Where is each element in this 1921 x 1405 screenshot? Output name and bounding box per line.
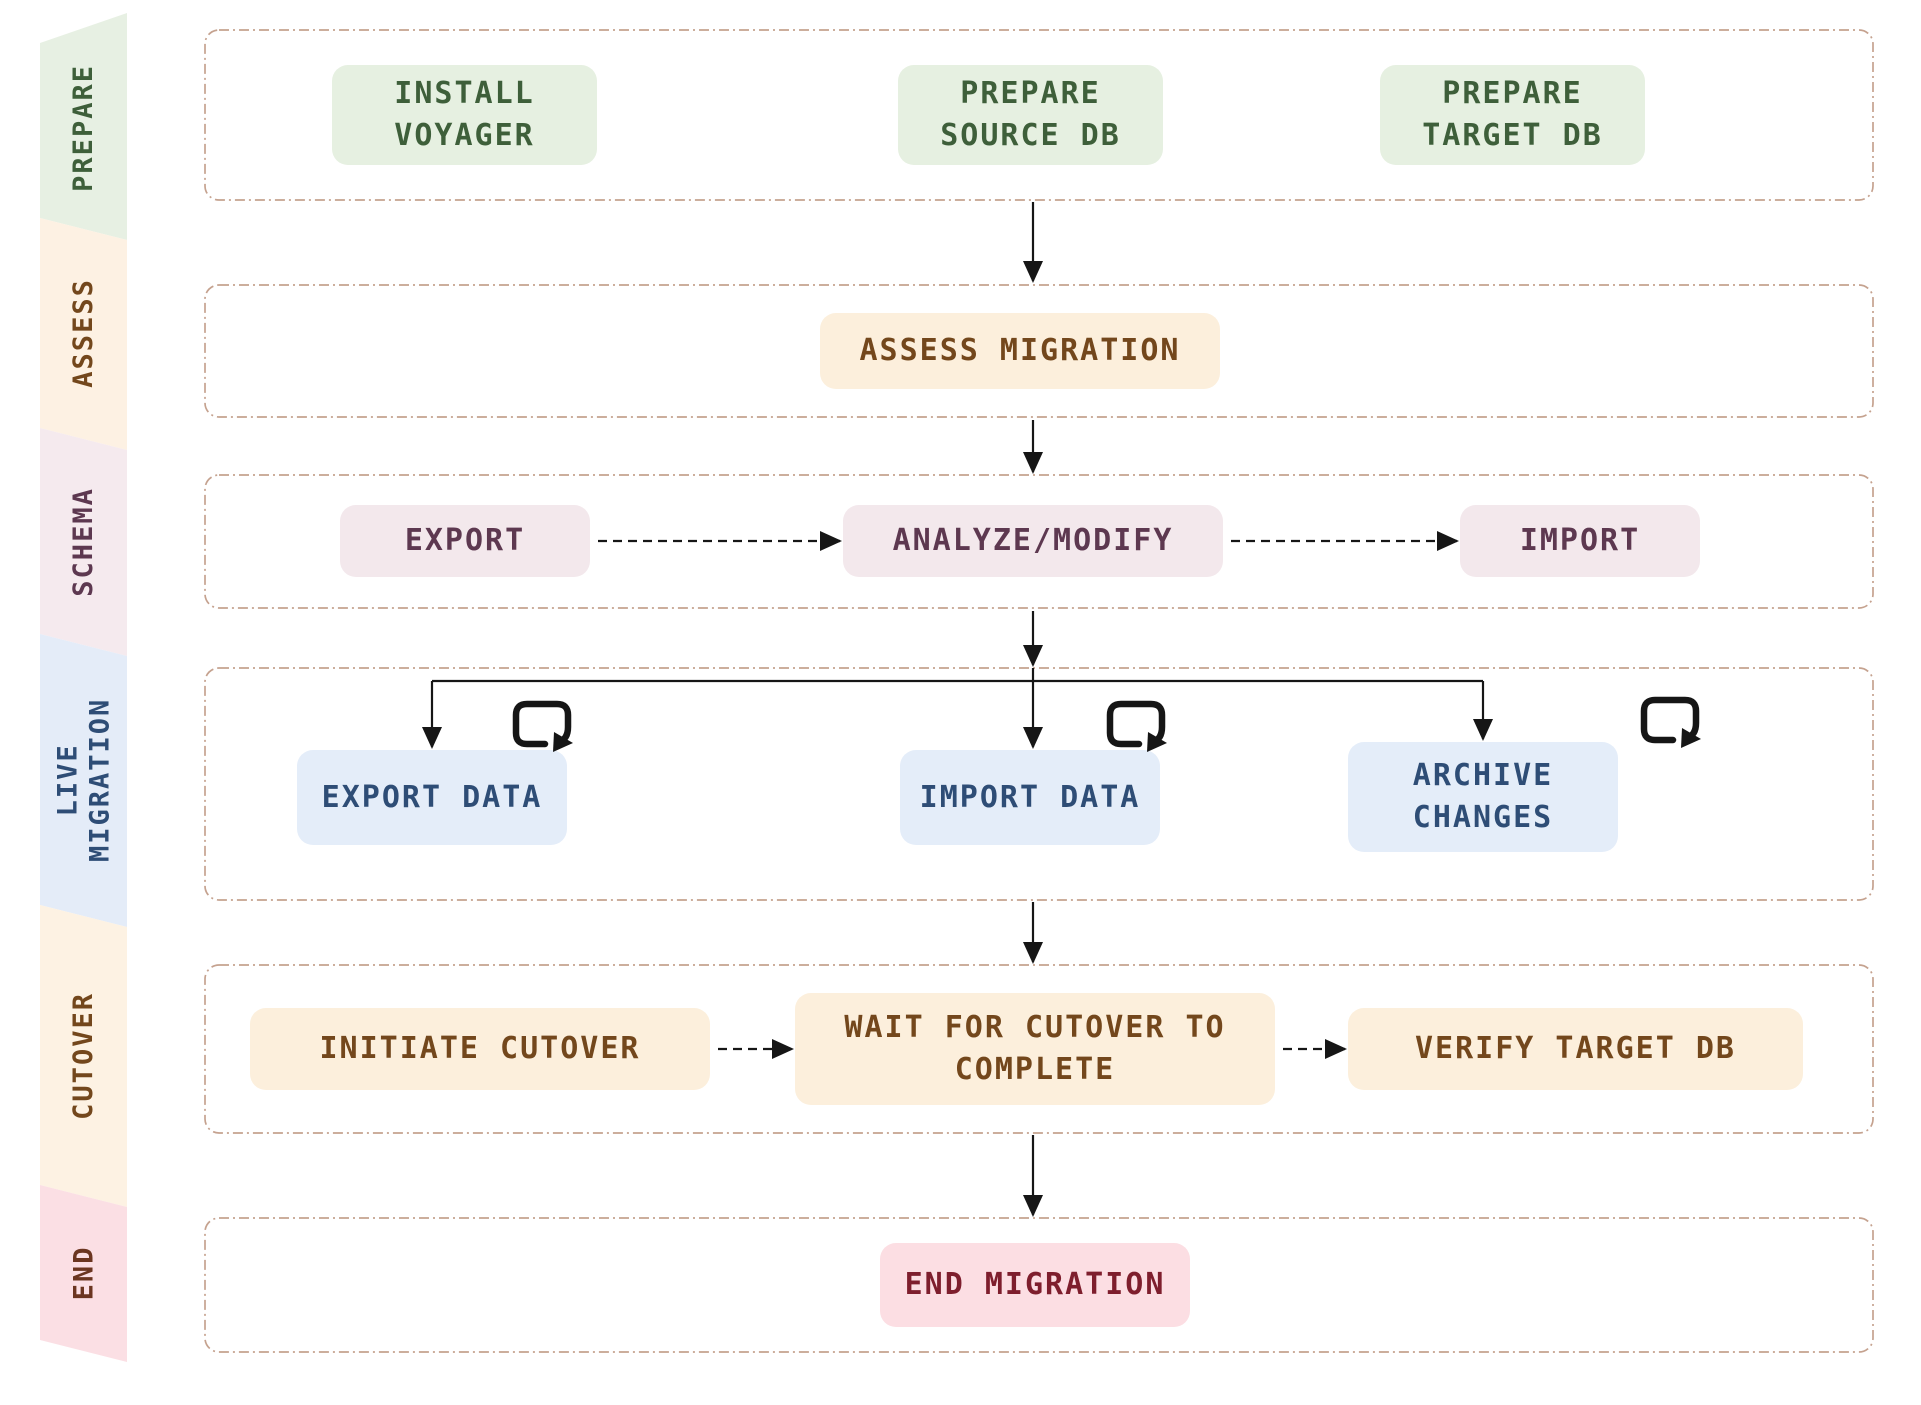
node-verify-target-db: VERIFY TARGET DB xyxy=(1348,1008,1803,1090)
repeat-icon xyxy=(1106,700,1167,752)
node-export-schema: EXPORT xyxy=(340,505,590,577)
node-prepare-target-db: PREPARE TARGET DB xyxy=(1380,65,1645,165)
node-import-data: IMPORT DATA xyxy=(900,750,1160,845)
node-prepare-source-db: PREPARE SOURCE DB xyxy=(898,65,1163,165)
stage-band-label-assess: ASSESS xyxy=(68,278,100,388)
stage-band-label-cutover: CUTOVER xyxy=(68,992,100,1120)
node-analyze-modify-schema: ANALYZE/MODIFY xyxy=(843,505,1223,577)
node-initiate-cutover: INITIATE CUTOVER xyxy=(250,1008,710,1090)
node-wait-for-cutover: WAIT FOR CUTOVER TO COMPLETE xyxy=(795,993,1275,1105)
repeat-icon xyxy=(1640,696,1701,748)
node-end-migration: END MIGRATION xyxy=(880,1243,1190,1327)
stage-band-label-live-migration: LIVE MIGRATION xyxy=(52,697,115,863)
node-import-schema: IMPORT xyxy=(1460,505,1700,577)
node-archive-changes: ARCHIVE CHANGES xyxy=(1348,742,1618,852)
node-assess-migration: ASSESS MIGRATION xyxy=(820,313,1220,389)
node-export-data: EXPORT DATA xyxy=(297,750,567,845)
stage-band-label-schema: SCHEMA xyxy=(68,487,100,597)
stage-band-label-prepare: PREPARE xyxy=(68,64,100,192)
node-install-voyager: INSTALL VOYAGER xyxy=(332,65,597,165)
stage-band-label-end: END xyxy=(68,1245,100,1301)
repeat-icon xyxy=(512,700,573,752)
